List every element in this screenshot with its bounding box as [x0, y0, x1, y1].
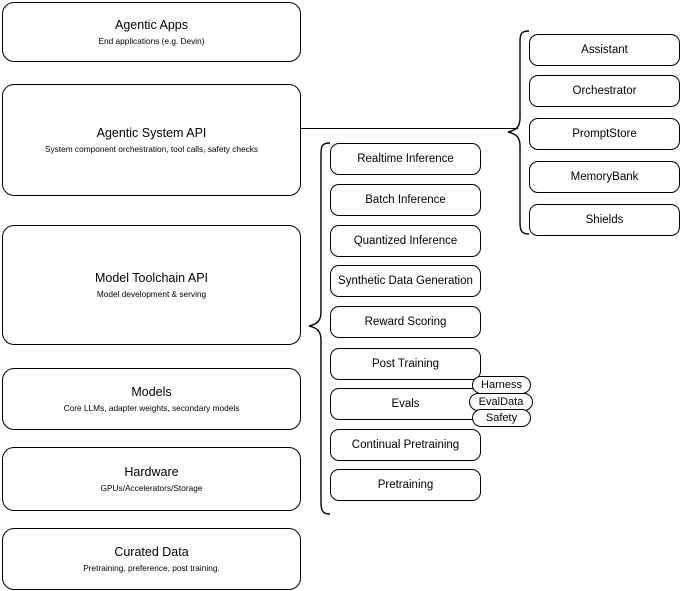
system-component-promptstore[interactable]: PromptStore [529, 118, 680, 150]
item-label: Evals [391, 398, 420, 410]
toolchain-item-pretraining[interactable]: Pretraining [330, 469, 481, 501]
item-label: Shields [585, 214, 624, 226]
system-component-memorybank[interactable]: MemoryBank [529, 161, 680, 193]
stack-layer-agentic-system-api[interactable]: Agentic System API System component orch… [2, 84, 301, 196]
item-label: Reward Scoring [364, 316, 447, 328]
toolchain-item-synthetic-data-generation[interactable]: Synthetic Data Generation [330, 265, 481, 297]
eval-pill-harness[interactable]: Harness [472, 376, 531, 394]
item-label: Orchestrator [572, 85, 637, 97]
layer-subtitle: Model development & serving [96, 289, 207, 299]
layer-title: Curated Data [114, 545, 189, 559]
stack-layer-curated-data[interactable]: Curated Data Pretraining, preference, po… [2, 528, 301, 590]
toolchain-brace [308, 142, 331, 515]
layer-title: Hardware [124, 465, 179, 479]
system-component-shields[interactable]: Shields [529, 204, 680, 236]
system-components-brace [507, 30, 530, 235]
stack-layer-hardware[interactable]: Hardware GPUs/Accelerators/Storage [2, 447, 301, 511]
connector-line-system-api [301, 128, 518, 129]
item-label: Post Training [371, 358, 440, 370]
eval-pill-safety[interactable]: Safety [472, 409, 531, 427]
pill-label: Safety [485, 412, 518, 424]
item-label: Pretraining [377, 479, 434, 491]
layer-title: Agentic Apps [115, 18, 188, 32]
item-label: Continual Pretraining [351, 439, 460, 451]
layer-subtitle: GPUs/Accelerators/Storage [100, 483, 203, 493]
toolchain-item-reward-scoring[interactable]: Reward Scoring [330, 306, 481, 338]
layer-title: Model Toolchain API [94, 271, 209, 285]
system-component-assistant[interactable]: Assistant [529, 34, 680, 66]
system-component-orchestrator[interactable]: Orchestrator [529, 75, 680, 107]
stack-layer-models[interactable]: Models Core LLMs, adapter weights, secon… [2, 368, 301, 430]
toolchain-item-batch-inference[interactable]: Batch Inference [330, 184, 481, 216]
item-label: Batch Inference [365, 194, 446, 206]
pill-label: Harness [481, 379, 522, 391]
layer-subtitle: End applications (e.g. Devin) [98, 36, 205, 46]
layer-subtitle: Pretraining, preference, post training. [83, 563, 220, 573]
pill-label: EvalData [478, 396, 524, 408]
toolchain-item-realtime-inference[interactable]: Realtime Inference [330, 143, 481, 175]
toolchain-item-quantized-inference[interactable]: Quantized Inference [330, 225, 481, 257]
layer-title: Models [131, 385, 172, 399]
stack-layer-model-toolchain-api[interactable]: Model Toolchain API Model development & … [2, 225, 301, 345]
layer-subtitle: System component orchestration, tool cal… [44, 144, 259, 154]
item-label: Realtime Inference [357, 153, 454, 165]
layer-title: Agentic System API [96, 126, 207, 140]
item-label: Synthetic Data Generation [338, 275, 473, 287]
toolchain-item-post-training[interactable]: Post Training [330, 348, 481, 380]
layer-subtitle: Core LLMs, adapter weights, secondary mo… [63, 403, 240, 413]
item-label: PromptStore [572, 128, 637, 140]
toolchain-item-evals[interactable]: Evals [330, 388, 481, 420]
item-label: MemoryBank [570, 171, 639, 183]
item-label: Assistant [581, 44, 628, 56]
toolchain-item-continual-pretraining[interactable]: Continual Pretraining [330, 429, 481, 461]
stack-layer-agentic-apps[interactable]: Agentic Apps End applications (e.g. Devi… [2, 2, 301, 62]
item-label: Quantized Inference [353, 235, 458, 247]
